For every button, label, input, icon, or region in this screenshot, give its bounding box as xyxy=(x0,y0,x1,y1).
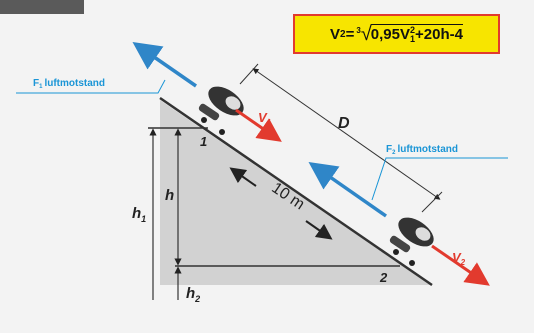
f2-leader xyxy=(371,157,508,201)
d-dimension xyxy=(252,68,441,200)
v2-arrow xyxy=(431,244,490,286)
point-1-label: 1 xyxy=(200,134,207,149)
skier-1 xyxy=(198,86,244,135)
formula-lhs: V xyxy=(330,25,341,43)
header-tab xyxy=(0,0,84,14)
v1-label: V1 xyxy=(258,110,272,127)
skier-2 xyxy=(389,217,434,266)
d-label: D xyxy=(338,115,350,132)
v2-label: V2 xyxy=(452,250,466,267)
d-tick-1 xyxy=(239,63,259,85)
h2-label: h2 xyxy=(186,285,200,304)
formula-lhs-sub: 2 xyxy=(340,28,346,40)
f1-leader xyxy=(16,79,166,94)
d-tick-2 xyxy=(421,191,443,213)
h1-label: h1 xyxy=(132,205,146,224)
point-2-label: 2 xyxy=(379,270,388,285)
v1-arrow xyxy=(235,108,282,142)
formula-equals: = xyxy=(345,25,355,43)
f2-arrow xyxy=(308,161,388,218)
formula-radicand-pre: 0,95V xyxy=(370,25,410,43)
f1-arrow xyxy=(132,42,197,88)
distance-arrow-right xyxy=(305,220,333,240)
formula-root-sign: √ xyxy=(360,22,372,45)
distance-arrow-left xyxy=(229,167,257,187)
formula-radicand-post: +20h-4 xyxy=(415,25,463,43)
formula-radicand-sup: 2 xyxy=(410,25,416,36)
h-label: h xyxy=(165,187,174,204)
formula-root-index: 3 xyxy=(356,25,361,35)
formula-radicand-sub: 1 xyxy=(410,34,416,45)
